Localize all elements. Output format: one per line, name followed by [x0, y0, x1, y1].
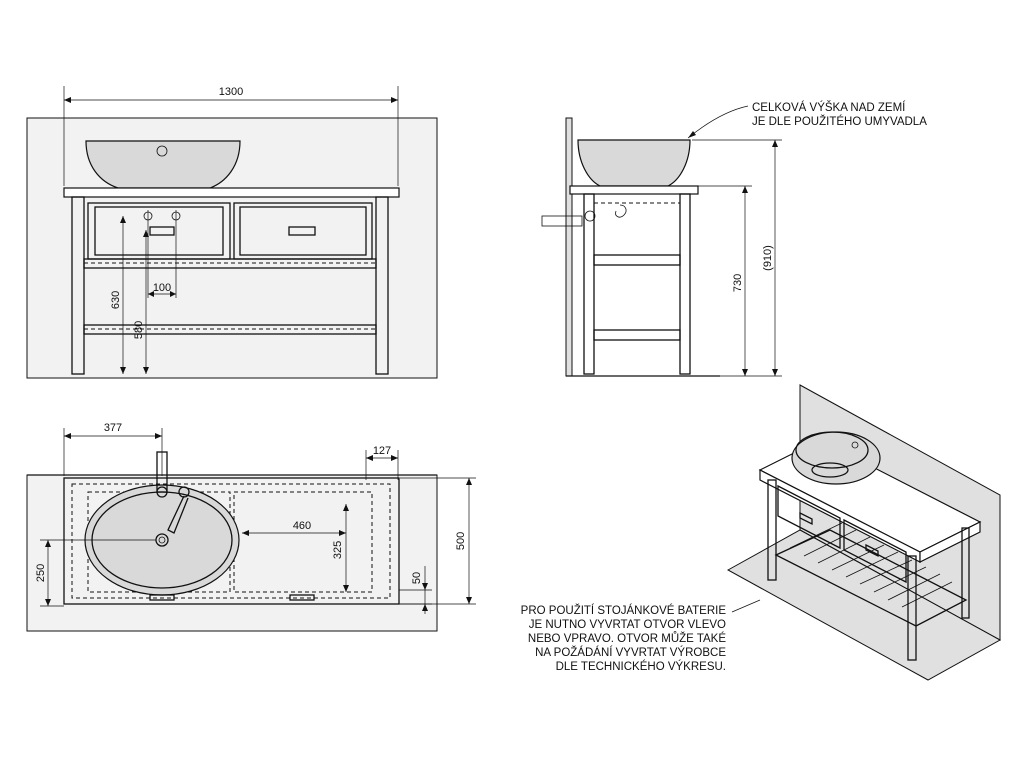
front-left-leg [71, 196, 85, 375]
plan-countertop [63, 477, 400, 605]
dim-630: 630 [110, 291, 122, 309]
front-vessel-basin [85, 140, 241, 189]
faucet-note-line3: NEBO VPRAVO. OTVOR MŮŽE TAKÉ [528, 632, 726, 645]
iso-left-drawer [777, 484, 841, 550]
side-wall [565, 117, 573, 377]
side-vessel-basin [577, 139, 691, 187]
dim-1300: 1300 [219, 86, 243, 98]
faucet-note-line4: NA POŽÁDÁNÍ VYVRTAT VÝROBCE [535, 646, 726, 659]
plan-view: 377 127 460 325 250 50 [26, 422, 476, 632]
dim-910: (910) [762, 245, 774, 271]
dim-460: 460 [293, 520, 311, 532]
basin-overflow-hole [156, 145, 168, 157]
faucet-note-line1: PRO POUŽITÍ STOJÁNKOVÉ BATERIE [521, 604, 727, 617]
dim-50: 50 [411, 572, 423, 584]
iso-slatted-shelf [774, 529, 968, 627]
dim-377: 377 [104, 422, 122, 434]
front-right-drawer-handle [288, 226, 316, 236]
dim-500: 500 [455, 532, 467, 550]
faucet-note-line2: JE NUTNO VYVRTAT OTVOR VLEVO [529, 619, 726, 631]
dim-127: 127 [373, 445, 391, 457]
front-countertop [63, 187, 400, 198]
faucet-note-line5: DLE TECHNICKÉHO VÝKRESU. [556, 660, 726, 673]
dim-730: 730 [732, 274, 744, 292]
side-view: 730 (910) CELKOVÁ VÝŠKA NAD ZEMÍ JE DLE … [541, 101, 927, 377]
front-left-drawer-handle [149, 226, 175, 236]
dim-580: 580 [133, 321, 145, 339]
side-countertop [569, 185, 699, 195]
side-drain-pipe [541, 215, 583, 227]
front-view: 1300 630 580 100 [26, 86, 438, 379]
dim-100: 100 [153, 282, 171, 294]
height-note-line1: CELKOVÁ VÝŠKA NAD ZEMÍ [752, 101, 906, 114]
front-right-leg [375, 196, 389, 375]
height-note-line2: JE DLE POUŽITÉHO UMYVADLA [752, 115, 927, 128]
dim-250: 250 [35, 564, 47, 582]
dim-325: 325 [332, 541, 344, 559]
isometric-view: PRO POUŽITÍ STOJÁNKOVÉ BATERIE JE NUTNO … [521, 384, 1002, 681]
iso-right-drawer [843, 518, 907, 584]
